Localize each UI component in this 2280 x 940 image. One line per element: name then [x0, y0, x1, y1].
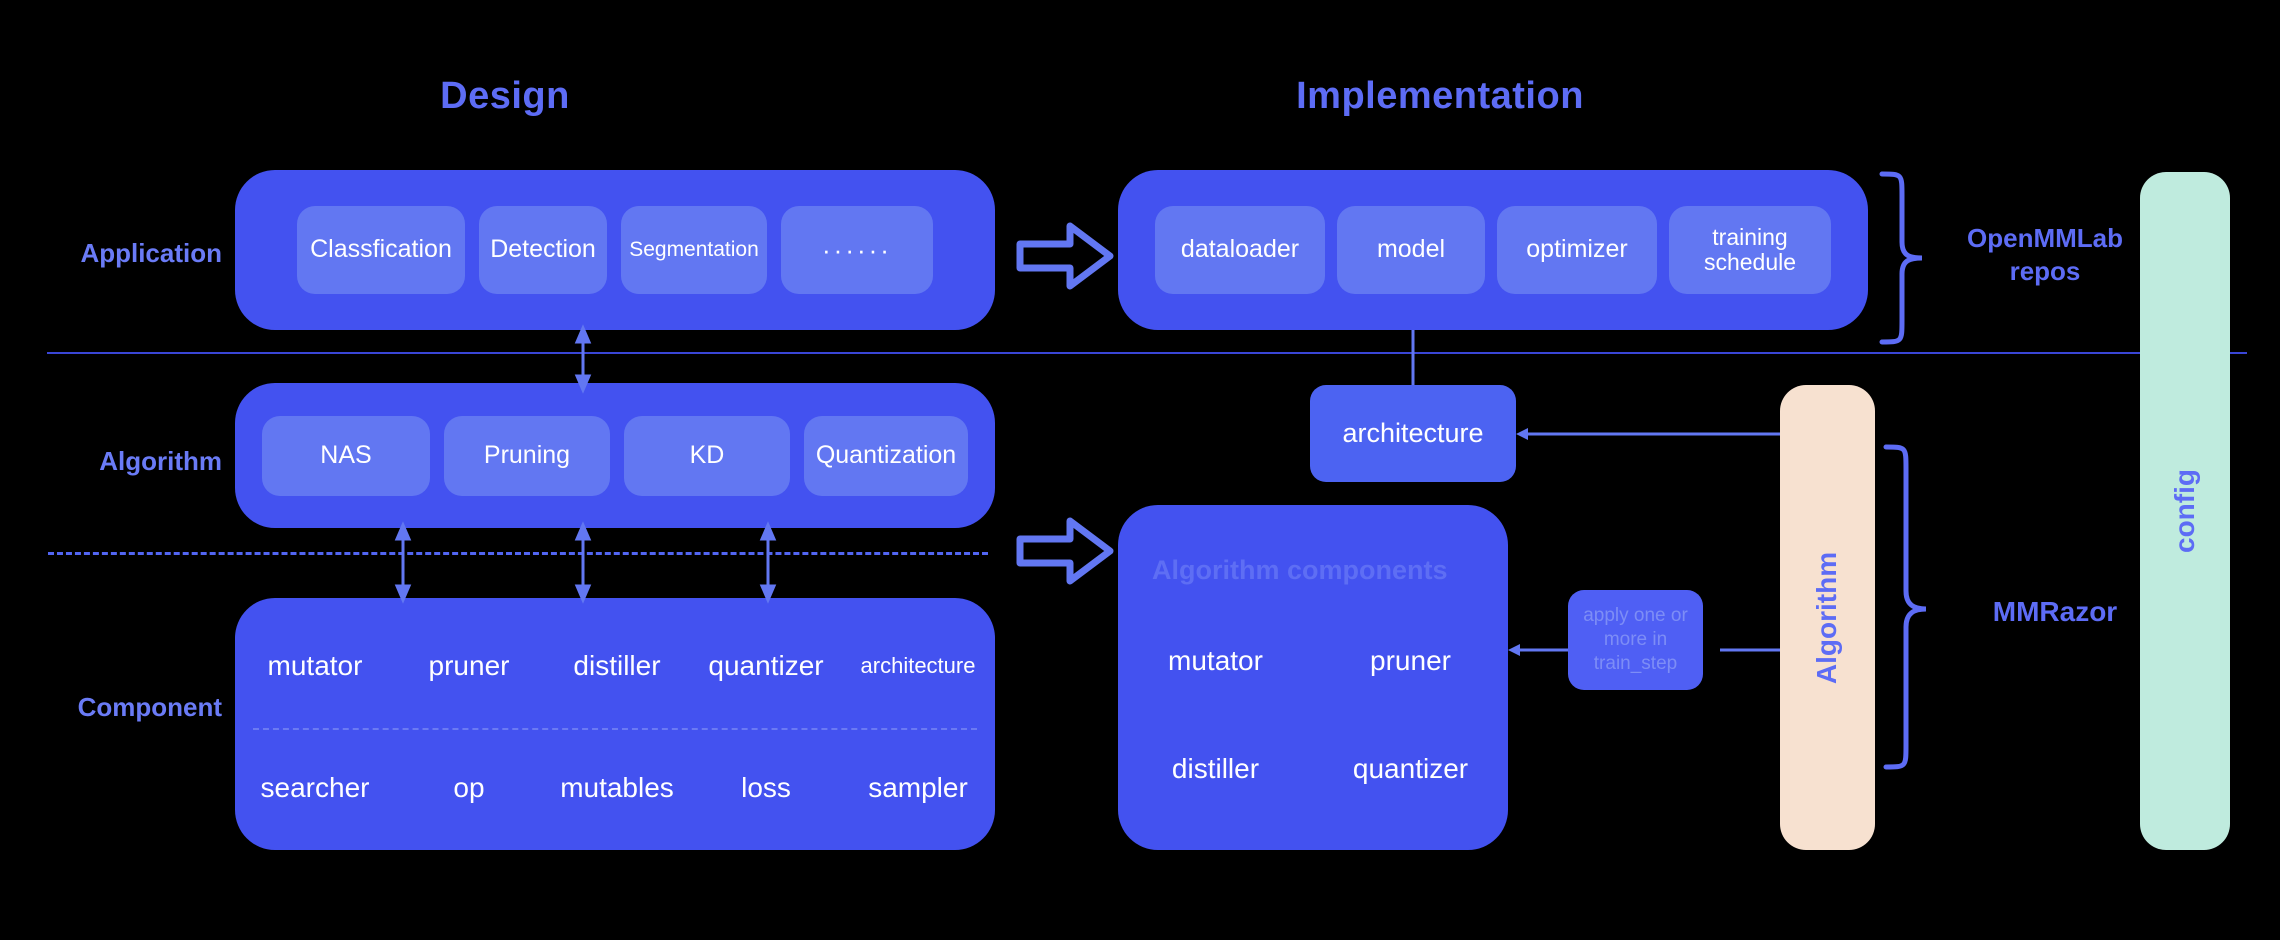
- mmrazor-brace: [1883, 444, 1927, 770]
- design-app-chip-segmentation[interactable]: Segmentation: [621, 206, 767, 294]
- design-algorithm-panel: NAS Pruning KD Quantization: [235, 383, 995, 528]
- config-bar-label: config: [2169, 469, 2200, 553]
- impl-architecture-box[interactable]: architecture: [1310, 385, 1516, 482]
- design-app-chip-classfication[interactable]: Classfication: [297, 206, 465, 294]
- impl-algorithm-bar-label: Algorithm: [1811, 551, 1843, 684]
- design-connectors: [394, 324, 777, 604]
- impl-component-cell-quantizer[interactable]: quantizer: [1352, 753, 1469, 784]
- impl-app-chip-optimizer[interactable]: optimizer: [1497, 206, 1657, 294]
- impl-app-chip-model[interactable]: model: [1337, 206, 1485, 294]
- design-algo-chip-nas[interactable]: NAS: [262, 415, 430, 496]
- design-component-cell-sampler[interactable]: sampler: [868, 772, 968, 803]
- design-app-chip-more[interactable]: ······: [781, 206, 933, 294]
- impl-component-cell-mutator[interactable]: mutator: [1168, 645, 1263, 676]
- row-label-component: Component: [77, 692, 222, 722]
- design-component-cell-quantizer[interactable]: quantizer: [708, 650, 824, 681]
- column-title-design: Design: [440, 75, 570, 117]
- impl-components-row-2: distiller quantizer: [1118, 753, 1508, 785]
- design-component-panel: mutator pruner distiller quantizer archi…: [235, 598, 995, 850]
- design-component-cell-architecture[interactable]: architecture: [860, 653, 976, 678]
- mmrazor-label: MMRazor: [1992, 596, 2118, 627]
- row-label-algorithm: Algorithm: [99, 446, 222, 476]
- config-bar[interactable]: config: [2140, 172, 2230, 850]
- design-component-cell-distiller[interactable]: distiller: [573, 650, 661, 681]
- design-algo-chip-kd[interactable]: KD: [624, 415, 790, 496]
- impl-algorithm-bar[interactable]: Algorithm: [1780, 385, 1875, 850]
- row-label-application: Application: [80, 238, 222, 268]
- impl-app-chip-training-schedule[interactable]: training schedule: [1669, 206, 1831, 294]
- design-algo-chip-quantization[interactable]: Quantization: [804, 415, 968, 496]
- impl-component-cell-pruner[interactable]: pruner: [1370, 645, 1451, 676]
- openmmlab-repos-label: OpenMMLab repos: [1967, 223, 2123, 286]
- impl-apply-train-step-box[interactable]: apply one or more in train_step: [1568, 590, 1703, 690]
- impl-application-panel: dataloader model optimizer training sche…: [1118, 170, 1868, 330]
- divider-algorithm-component: [48, 552, 988, 555]
- design-component-cell-pruner[interactable]: pruner: [428, 650, 510, 681]
- impl-components-heading: Algorithm components: [1152, 555, 1448, 585]
- design-to-implementation-arrow-top: [1016, 222, 1114, 290]
- design-application-panel: Classfication Detection Segmentation ···…: [235, 170, 995, 330]
- design-component-row-2: searcher op mutables loss sampler: [235, 750, 995, 826]
- design-component-row-1: mutator pruner distiller quantizer archi…: [235, 628, 995, 704]
- design-algo-chip-pruning[interactable]: Pruning: [444, 415, 610, 496]
- design-component-cell-loss[interactable]: loss: [741, 772, 791, 803]
- design-component-cell-mutables[interactable]: mutables: [560, 772, 674, 803]
- design-component-cell-searcher[interactable]: searcher: [260, 772, 370, 803]
- design-app-chip-detection[interactable]: Detection: [479, 206, 607, 294]
- divider-application-algorithm: [47, 352, 2247, 354]
- openmmlab-brace: [1879, 171, 1923, 345]
- impl-algorithm-components-panel: Algorithm components mutator pruner dist…: [1118, 505, 1508, 850]
- design-component-inner-divider: [253, 728, 977, 730]
- impl-component-cell-distiller[interactable]: distiller: [1171, 753, 1260, 784]
- design-to-implementation-arrow-bottom: [1016, 517, 1114, 585]
- impl-app-chip-dataloader[interactable]: dataloader: [1155, 206, 1325, 294]
- impl-components-row-1: mutator pruner: [1118, 645, 1508, 677]
- column-title-implementation: Implementation: [1296, 75, 1584, 117]
- design-component-cell-op[interactable]: op: [453, 772, 485, 803]
- design-component-cell-mutator[interactable]: mutator: [267, 650, 363, 681]
